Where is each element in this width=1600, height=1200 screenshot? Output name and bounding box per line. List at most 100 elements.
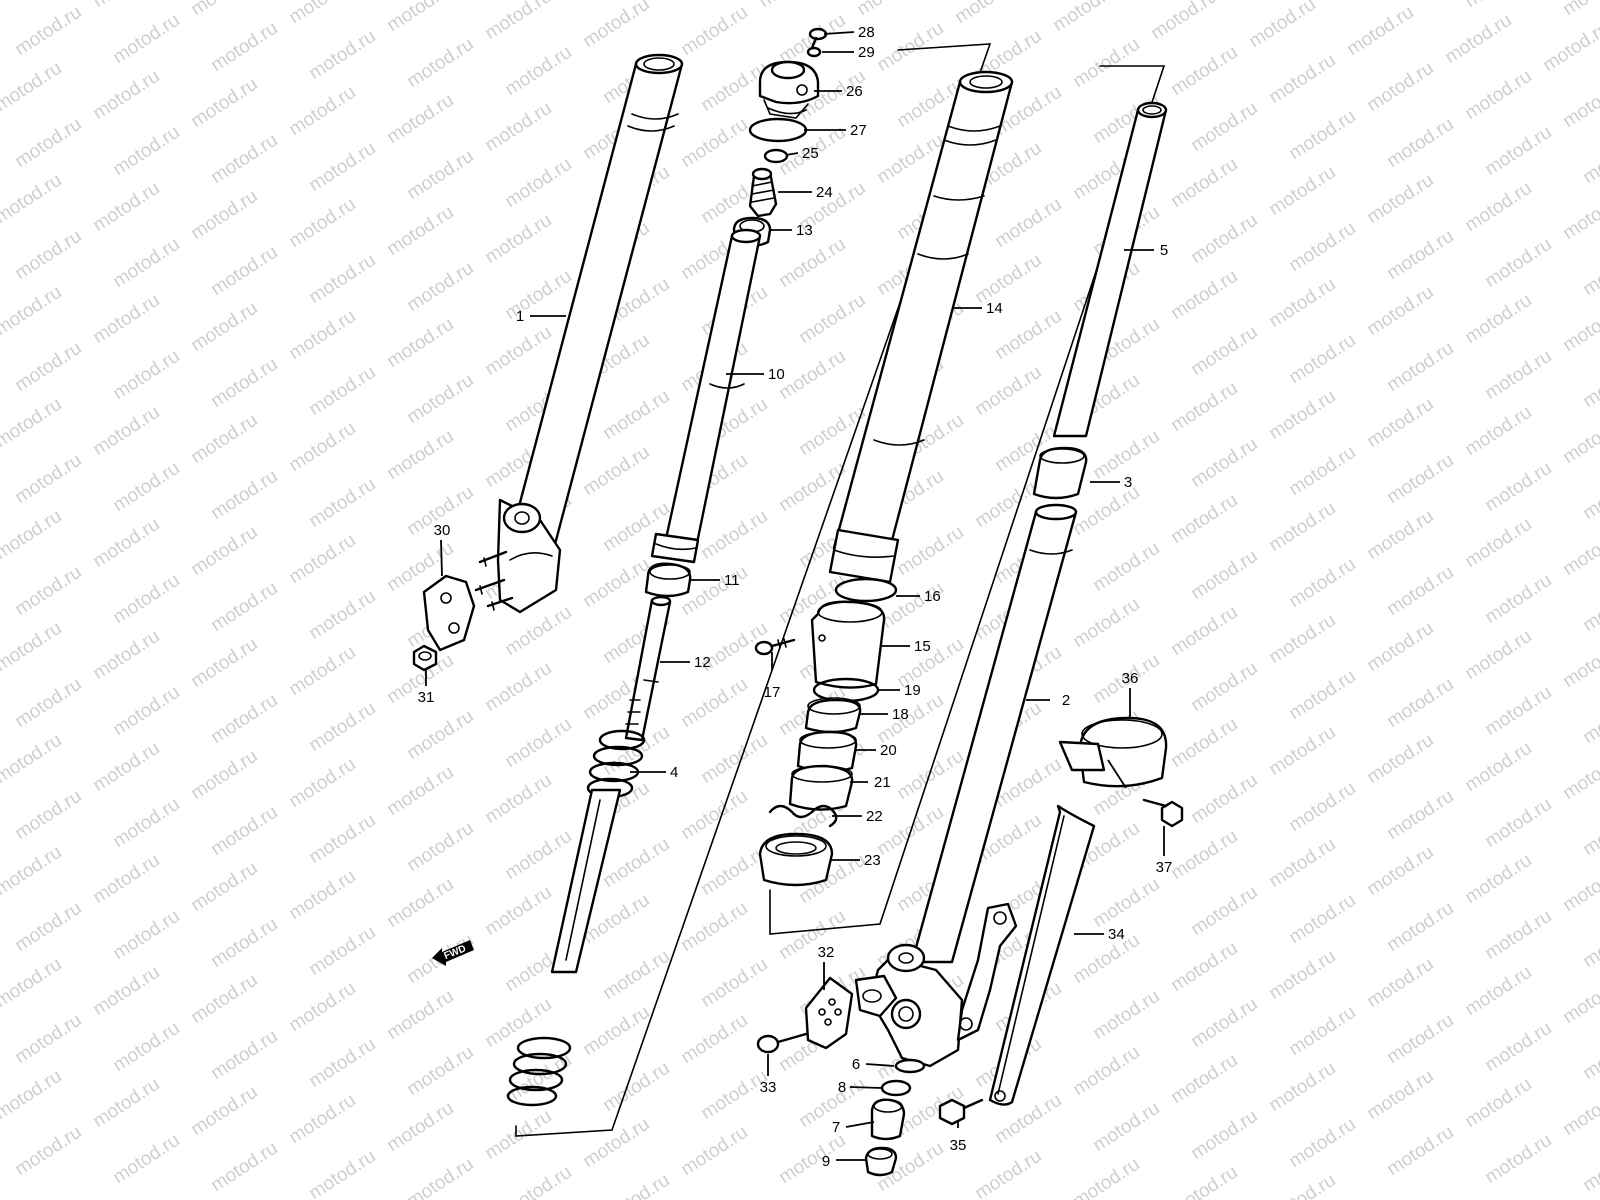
watermark-text: motod.ru [1481,682,1555,740]
left-group-frame [515,43,992,1137]
watermark-text: motod.ru [207,1138,281,1196]
watermark-text: motod.ru [1383,1122,1457,1180]
watermark-text: motod.ru [1383,674,1457,732]
watermark-text: motod.ru [1265,386,1339,444]
watermark-text: motod.ru [383,762,457,820]
watermark-text: motod.ru [579,0,653,52]
watermark-text: motod.ru [599,386,673,444]
watermark-text: motod.ru [89,626,163,684]
watermark-text: motod.ru [1167,42,1241,100]
watermark-text: motod.ru [0,618,66,676]
watermark-text: motod.ru [991,194,1065,252]
watermark-text: motod.ru [305,474,379,532]
callout-19: 19 [904,682,921,699]
watermark-text: motod.ru [1559,858,1600,916]
watermark-text: motod.ru [1383,1010,1457,1068]
watermark-text: motod.ru [1363,506,1437,564]
watermark-text: motod.ru [1285,106,1359,164]
watermark-text: motod.ru [0,282,66,340]
watermark-text: motod.ru [109,794,183,852]
drain-bolt-7 [870,1098,906,1141]
callout-28: 28 [858,24,875,41]
callout-23: 23 [864,852,881,869]
spacer-18 [804,697,862,734]
watermark-text: motod.ru [599,946,673,1004]
watermark-text: motod.ru [285,194,359,252]
watermark-text: motod.ru [775,1130,849,1188]
watermark-text: motod.ru [1559,746,1600,804]
callout-1: 1 [516,308,524,325]
watermark-text: motod.ru [1461,290,1535,348]
watermark-text: motod.ru [89,66,163,124]
watermark-text: motod.ru [109,1018,183,1076]
axle-holder-cap-30 [422,574,476,652]
watermark-text: motod.ru [1285,554,1359,612]
watermark-text: motod.ru [501,826,575,884]
callout-29: 29 [858,44,875,61]
watermark-text: motod.ru [1187,882,1261,940]
watermark-text: motod.ru [1187,434,1261,492]
callout-34: 34 [1108,926,1125,943]
watermark-text: motod.ru [1285,1002,1359,1060]
watermark-text: motod.ru [1265,274,1339,332]
watermark-text: motod.ru [1461,402,1535,460]
watermark-text: motod.ru [187,298,261,356]
watermark-text: motod.ru [403,146,477,204]
bolt-33 [756,1032,808,1054]
watermark-text: motod.ru [207,802,281,860]
watermark-text: motod.ru [697,506,771,564]
callout-20: 20 [880,742,897,759]
watermark-text: motod.ru [481,0,555,44]
callout-33: 33 [760,1079,777,1096]
watermark-text: motod.ru [755,0,829,12]
fork-spring [506,788,622,1107]
watermark-text: motod.ru [403,706,477,764]
watermark-text: motod.ru [11,674,85,732]
watermark-text: motod.ru [1481,570,1555,628]
piston-ring-area [650,532,700,564]
watermark-text: motod.ru [1579,130,1600,188]
callout-31: 31 [418,689,435,706]
watermark-text: motod.ru [187,746,261,804]
watermark-text: motod.ru [1461,0,1535,12]
watermark-text: motod.ru [481,770,555,828]
callout-25: 25 [802,145,819,162]
watermark-text: motod.ru [1167,1162,1241,1200]
callout-6: 6 [852,1056,860,1073]
callout-2: 2 [1062,692,1070,709]
watermark-text: motod.ru [89,850,163,908]
watermark-text: motod.ru [599,834,673,892]
watermark-text: motod.ru [1383,786,1457,844]
watermark-text: motod.ru [403,370,477,428]
watermark-text: motod.ru [89,514,163,572]
bolt-37 [1142,798,1184,828]
watermark-text: motod.ru [971,1146,1045,1200]
watermark-text: motod.ru [501,42,575,100]
fork-guard-34 [988,804,1096,1106]
bracket-lug [854,974,898,1018]
watermark-text: motod.ru [305,922,379,980]
watermark-text: motod.ru [187,74,261,132]
watermark-text: motod.ru [1167,154,1241,212]
inner-tube-5 [1052,101,1168,438]
callout-9: 9 [822,1153,830,1170]
callout-37: 37 [1156,859,1173,876]
watermark-text: motod.ru [187,858,261,916]
watermark-text: motod.ru [1089,538,1163,596]
callout-7: 7 [832,1119,840,1136]
watermark-text: motod.ru [1461,962,1535,1020]
watermark-text: motod.ru [1363,618,1437,676]
watermark-text: motod.ru [1579,1138,1600,1196]
watermark-text: motod.ru [1481,1018,1555,1076]
watermark-text: motod.ru [1187,322,1261,380]
watermark-text: motod.ru [1167,266,1241,324]
watermark-text: motod.ru [207,578,281,636]
watermark-text: motod.ru [403,34,477,92]
watermark-text: motod.ru [11,786,85,844]
watermark-text: motod.ru [1383,898,1457,956]
callout-26: 26 [846,83,863,100]
watermark-text: motod.ru [1481,234,1555,292]
watermark-text: motod.ru [207,18,281,76]
watermark-text: motod.ru [1265,498,1339,556]
